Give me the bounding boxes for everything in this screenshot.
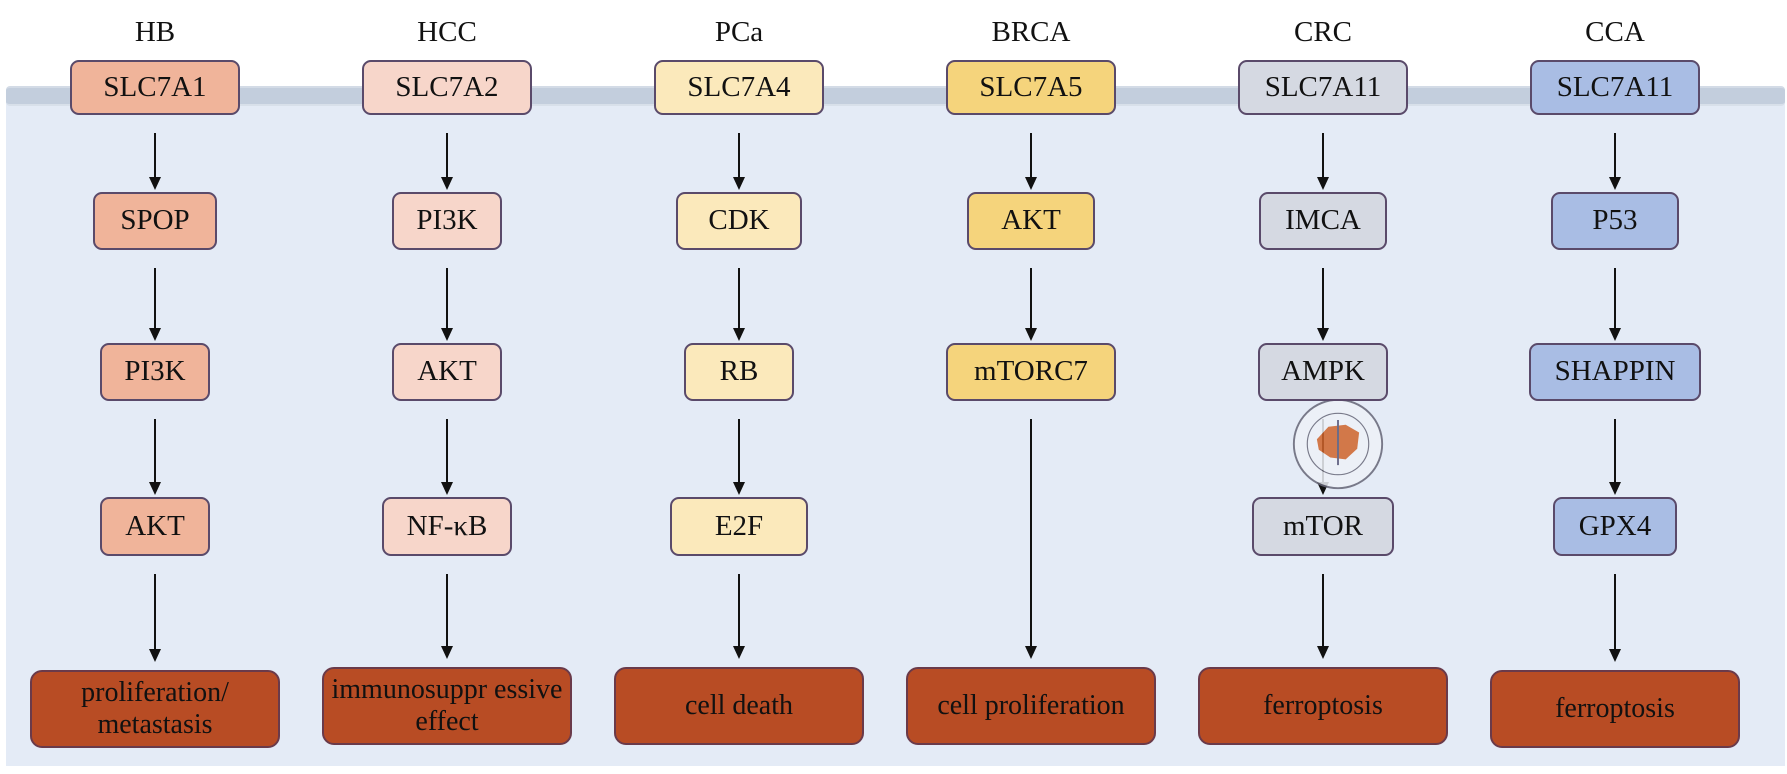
outcome-box: cell proliferation — [906, 667, 1156, 745]
transporter-node-slc7a2: SLC7A2 — [362, 60, 532, 115]
arrow-icon — [441, 574, 453, 659]
arrow-icon — [1025, 419, 1037, 659]
column-header-pca: PCa — [714, 16, 764, 48]
pathway-node-mtorc7: mTORC7 — [946, 343, 1116, 401]
arrow-icon — [149, 268, 161, 341]
transporter-node-slc7a11: SLC7A11 — [1238, 60, 1408, 115]
arrow-icon — [149, 133, 161, 190]
arrow-icon — [733, 133, 745, 190]
pathway-node-spop: SPOP — [93, 192, 217, 250]
cytoplasm-background — [6, 98, 1785, 766]
arrow-icon — [441, 419, 453, 495]
outcome-box: cell death — [614, 667, 864, 745]
arrow-icon — [733, 574, 745, 659]
arrow-icon — [733, 268, 745, 341]
pathway-node-mtor: mTOR — [1252, 497, 1394, 556]
chinese-medical-association-seal-logo — [1292, 398, 1384, 490]
column-header-cca: CCA — [1585, 16, 1645, 48]
pathway-node-ampk: AMPK — [1258, 343, 1388, 401]
outcome-box: immunosuppr essive effect — [322, 667, 572, 745]
column-header-brca: BRCA — [991, 16, 1071, 48]
transporter-node-slc7a11: SLC7A11 — [1530, 60, 1700, 115]
pathway-node-p53: P53 — [1551, 192, 1679, 250]
pathway-node-pi3k: PI3K — [392, 192, 502, 250]
pathway-node-akt: AKT — [100, 497, 210, 556]
pathway-node-rb: RB — [684, 343, 794, 401]
arrow-icon — [1609, 574, 1621, 662]
column-header-hcc: HCC — [417, 16, 477, 48]
pathway-node-akt: AKT — [392, 343, 502, 401]
arrow-icon — [1025, 133, 1037, 190]
pathway-node-e2f: E2F — [670, 497, 808, 556]
arrow-icon — [149, 574, 161, 662]
outcome-box: ferroptosis — [1490, 670, 1740, 748]
arrow-icon — [733, 419, 745, 495]
arrow-icon — [1609, 268, 1621, 341]
pathway-node-pi3k: PI3K — [100, 343, 210, 401]
pathway-node-akt: AKT — [967, 192, 1095, 250]
transporter-node-slc7a4: SLC7A4 — [654, 60, 824, 115]
arrow-icon — [1317, 133, 1329, 190]
arrow-icon — [1609, 419, 1621, 495]
outcome-box: proliferation/ metastasis — [30, 670, 280, 748]
arrow-icon — [1317, 574, 1329, 659]
arrow-icon — [149, 419, 161, 495]
arrow-icon — [1609, 133, 1621, 190]
outcome-box: ferroptosis — [1198, 667, 1448, 745]
arrow-icon — [1025, 268, 1037, 341]
pathway-node-nf-b: NF-κB — [382, 497, 512, 556]
column-header-crc: CRC — [1293, 16, 1353, 48]
transporter-node-slc7a1: SLC7A1 — [70, 60, 240, 115]
column-header-hb: HB — [134, 16, 176, 48]
arrow-icon — [1317, 268, 1329, 341]
pathway-node-cdk: CDK — [676, 192, 802, 250]
arrow-icon — [441, 133, 453, 190]
pathway-node-gpx4: GPX4 — [1553, 497, 1677, 556]
transporter-node-slc7a5: SLC7A5 — [946, 60, 1116, 115]
arrow-icon — [441, 268, 453, 341]
pathway-node-imca: IMCA — [1259, 192, 1387, 250]
pathway-node-shappin: SHAPPIN — [1529, 343, 1701, 401]
